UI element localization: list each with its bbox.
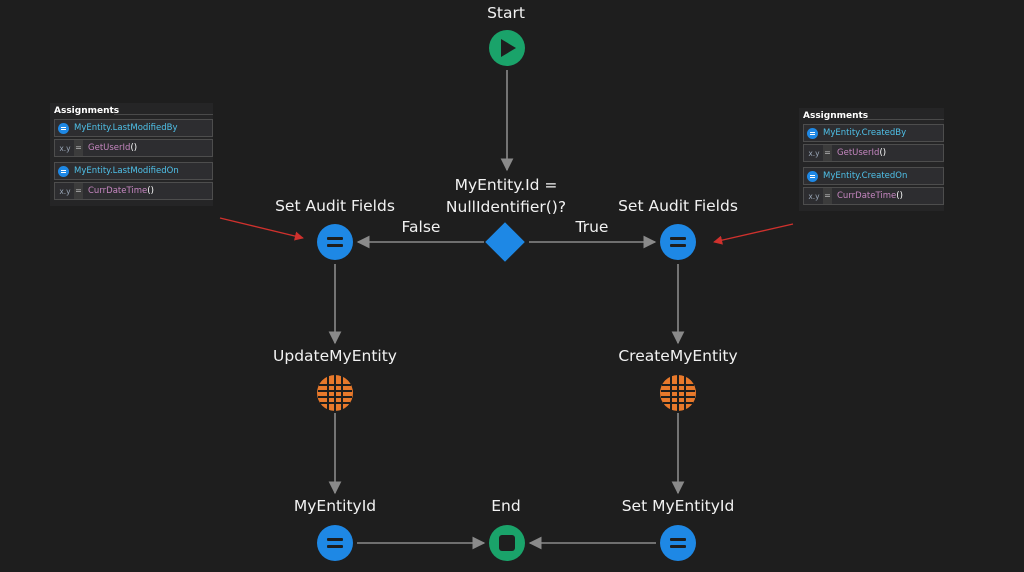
assignment-variable: MyEntity.LastModifiedOn (74, 166, 179, 176)
entity-action-create-node[interactable] (660, 375, 696, 411)
assignment-value: GetUserId (837, 148, 880, 158)
start-label: Start (487, 4, 525, 22)
expression-icon: x.y (59, 143, 71, 153)
equals-sign: = (74, 183, 83, 199)
assignment-variable-row[interactable]: MyEntity.LastModifiedOn (54, 162, 213, 180)
assign-node-id-false[interactable] (317, 525, 353, 561)
assignment-value: CurrDateTime (88, 186, 148, 196)
assignment-value-paren: () (130, 143, 138, 153)
condition-node[interactable] (485, 222, 525, 262)
entity-action-update-node[interactable] (317, 375, 353, 411)
equals-sign: = (823, 145, 832, 161)
play-icon (501, 39, 516, 57)
assignment-value-row[interactable]: x.y = CurrDateTime() (803, 187, 944, 205)
assignment-value: CurrDateTime (837, 191, 897, 201)
assignment-value-row[interactable]: x.y = GetUserId() (54, 139, 213, 157)
id-true-label: Set MyEntityId (621, 497, 735, 515)
id-false-label: MyEntityId (293, 497, 377, 515)
equals-icon (670, 237, 686, 247)
assignment-variable: MyEntity.LastModifiedBy (74, 123, 178, 133)
assignments-panel-right: Assignments MyEntity.CreatedBy x.y = Get… (799, 108, 944, 211)
annotation-arrow-left (219, 217, 304, 241)
variable-icon (807, 127, 818, 139)
equals-icon (327, 538, 343, 548)
assignments-panel-left: Assignments MyEntity.LastModifiedBy x.y … (50, 103, 213, 206)
equals-sign: = (823, 188, 832, 204)
stop-icon (499, 535, 515, 551)
audit-false-label: Set Audit Fields (275, 197, 395, 215)
start-node[interactable] (489, 30, 525, 66)
entity-grid-icon (318, 375, 352, 411)
assignment-value-paren: () (896, 191, 903, 201)
annotation-arrow-right (713, 223, 794, 245)
assignment-variable-row[interactable]: MyEntity.CreatedBy (803, 124, 944, 142)
variable-icon (58, 165, 69, 177)
true-branch-label: True (575, 218, 609, 236)
equals-icon (670, 538, 686, 548)
assignment-value-paren: () (147, 186, 154, 196)
assignment-value-paren: () (879, 148, 887, 158)
equals-icon (327, 237, 343, 247)
end-node[interactable] (489, 525, 525, 561)
variable-icon (807, 170, 818, 182)
create-entity-label: CreateMyEntity (618, 347, 738, 365)
assignment-value: GetUserId (88, 143, 131, 153)
expression-icon: x.y (808, 148, 820, 158)
assignment-variable: MyEntity.CreatedBy (823, 128, 907, 138)
false-branch-label: False (401, 218, 441, 236)
equals-sign: = (74, 140, 83, 156)
assignment-variable-row[interactable]: MyEntity.CreatedOn (803, 167, 944, 185)
entity-grid-icon (661, 375, 695, 411)
update-entity-label: UpdateMyEntity (273, 347, 397, 365)
expression-icon: x.y (808, 191, 820, 201)
end-label: End (491, 497, 521, 515)
condition-label: MyEntity.Id = NullIdentifier()? (446, 174, 566, 218)
assignment-variable: MyEntity.CreatedOn (823, 171, 908, 181)
assignments-panel-title: Assignments (799, 110, 944, 124)
condition-label-line2: NullIdentifier()? (445, 198, 567, 216)
audit-true-label: Set Audit Fields (618, 197, 738, 215)
variable-icon (58, 122, 69, 134)
assign-node-audit-true[interactable] (660, 224, 696, 260)
assignment-value-row[interactable]: x.y = CurrDateTime() (54, 182, 213, 200)
assignment-value-row[interactable]: x.y = GetUserId() (803, 144, 944, 162)
assignment-variable-row[interactable]: MyEntity.LastModifiedBy (54, 119, 213, 137)
condition-label-line1: MyEntity.Id = (454, 176, 558, 194)
assign-node-audit-false[interactable] (317, 224, 353, 260)
assignments-panel-title: Assignments (50, 105, 213, 119)
assign-node-id-true[interactable] (660, 525, 696, 561)
expression-icon: x.y (59, 186, 71, 196)
